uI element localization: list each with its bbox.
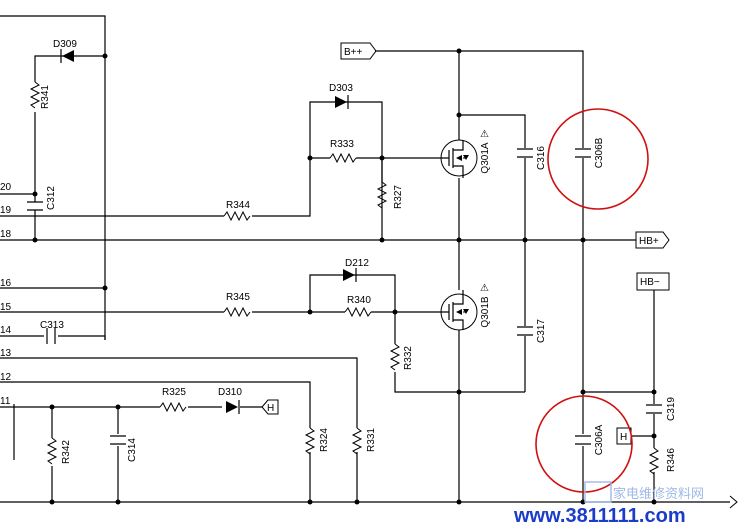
resistor-r325: [159, 401, 187, 413]
pin-label-11: 11: [0, 396, 11, 407]
label-c312: C312: [46, 186, 57, 210]
port-b-plus-plus: [340, 42, 377, 60]
diode-d212: [343, 268, 357, 282]
capacitor-c306a: [575, 435, 591, 445]
label-c313: C313: [40, 320, 64, 331]
pin-label-16: 16: [0, 278, 12, 289]
label-d309: D309: [53, 39, 77, 50]
label-c306a: C306A: [594, 424, 605, 455]
resistor-r342: [46, 437, 58, 465]
warning-icon-q301a: ⚠: [480, 129, 489, 140]
capacitor-c313: [46, 328, 56, 344]
port-label-b-plus-plus: B++: [344, 47, 363, 58]
mosfet-q301b: [440, 290, 478, 331]
label-c319: C319: [666, 397, 677, 421]
resistor-r341: [29, 81, 41, 109]
port-hb-minus: [636, 272, 670, 291]
capacitor-c317: [517, 326, 533, 336]
label-r341: R341: [40, 85, 51, 109]
resistor-r345: [223, 306, 251, 318]
capacitor-c306b: [575, 148, 591, 158]
resistor-r344: [223, 210, 251, 222]
warning-icon-q301b: ⚠: [480, 283, 489, 294]
label-r332: R332: [403, 346, 414, 370]
capacitor-c316: [517, 148, 533, 158]
port-label-h-right: H: [267, 403, 274, 414]
label-r344: R344: [226, 200, 250, 211]
label-d212: D212: [345, 258, 369, 269]
pin-label-20: 20: [0, 182, 12, 193]
label-r325: R325: [162, 387, 186, 398]
label-c306b: C306B: [594, 137, 605, 168]
junction-dots: [32, 48, 657, 505]
label-r342: R342: [61, 440, 72, 464]
label-c316: C316: [536, 146, 547, 170]
pin-label-19: 19: [0, 205, 12, 216]
diode-d309: [60, 49, 74, 63]
resistor-r340: [344, 306, 372, 318]
port-label-h-left: H: [620, 432, 627, 443]
port-bottom-right: [729, 495, 738, 509]
watermark-cn-text: 家电维修资料网: [613, 486, 704, 502]
pin-label-13: 13: [0, 348, 12, 359]
capacitor-c312: [27, 201, 43, 211]
resistor-r324: [304, 427, 316, 455]
pin-label-12: 12: [0, 372, 12, 383]
diode-d303: [335, 95, 349, 109]
label-r346: R346: [666, 448, 677, 472]
label-r340: R340: [347, 295, 371, 306]
resistor-r332: [389, 343, 401, 371]
pin-label-15: 15: [0, 302, 12, 313]
port-hb-plus: [635, 231, 670, 249]
label-r333: R333: [330, 139, 354, 150]
capacitor-c314: [110, 435, 126, 445]
label-r324: R324: [319, 428, 330, 452]
label-r345: R345: [226, 292, 250, 303]
port-label-hb-plus: HB+: [639, 236, 659, 247]
label-c314: C314: [127, 438, 138, 462]
highlight-circle-c306a: [535, 395, 633, 493]
watermark-url: www.3811111.com: [513, 505, 686, 526]
port-h-right: [261, 399, 279, 415]
label-c317: C317: [536, 319, 547, 343]
mosfet-q301a: [440, 139, 478, 178]
resistor-r333: [329, 152, 357, 164]
label-r327: R327: [393, 185, 404, 209]
label-d310: D310: [218, 387, 242, 398]
label-r331: R331: [366, 428, 377, 452]
label-q301b: Q301B: [480, 296, 491, 327]
label-q301a: Q301A: [480, 142, 491, 173]
resistor-r346: [648, 447, 660, 475]
resistor-r327: [376, 181, 388, 209]
diode-d310: [226, 400, 240, 414]
port-label-hb-minus: HB−: [640, 277, 660, 288]
watermark: 家电维修资料网 www.3811111.com: [513, 481, 704, 526]
pin-label-14: 14: [0, 325, 12, 336]
capacitor-c319: [646, 404, 662, 414]
resistor-r331: [351, 427, 363, 455]
pin-label-18: 18: [0, 229, 12, 240]
label-d303: D303: [329, 83, 353, 94]
pin-labels: 20 19 18 16 15 14 13 12 11: [0, 182, 12, 407]
watermark-logo-box: [584, 481, 612, 503]
highlight-circle-c306b: [547, 108, 649, 210]
